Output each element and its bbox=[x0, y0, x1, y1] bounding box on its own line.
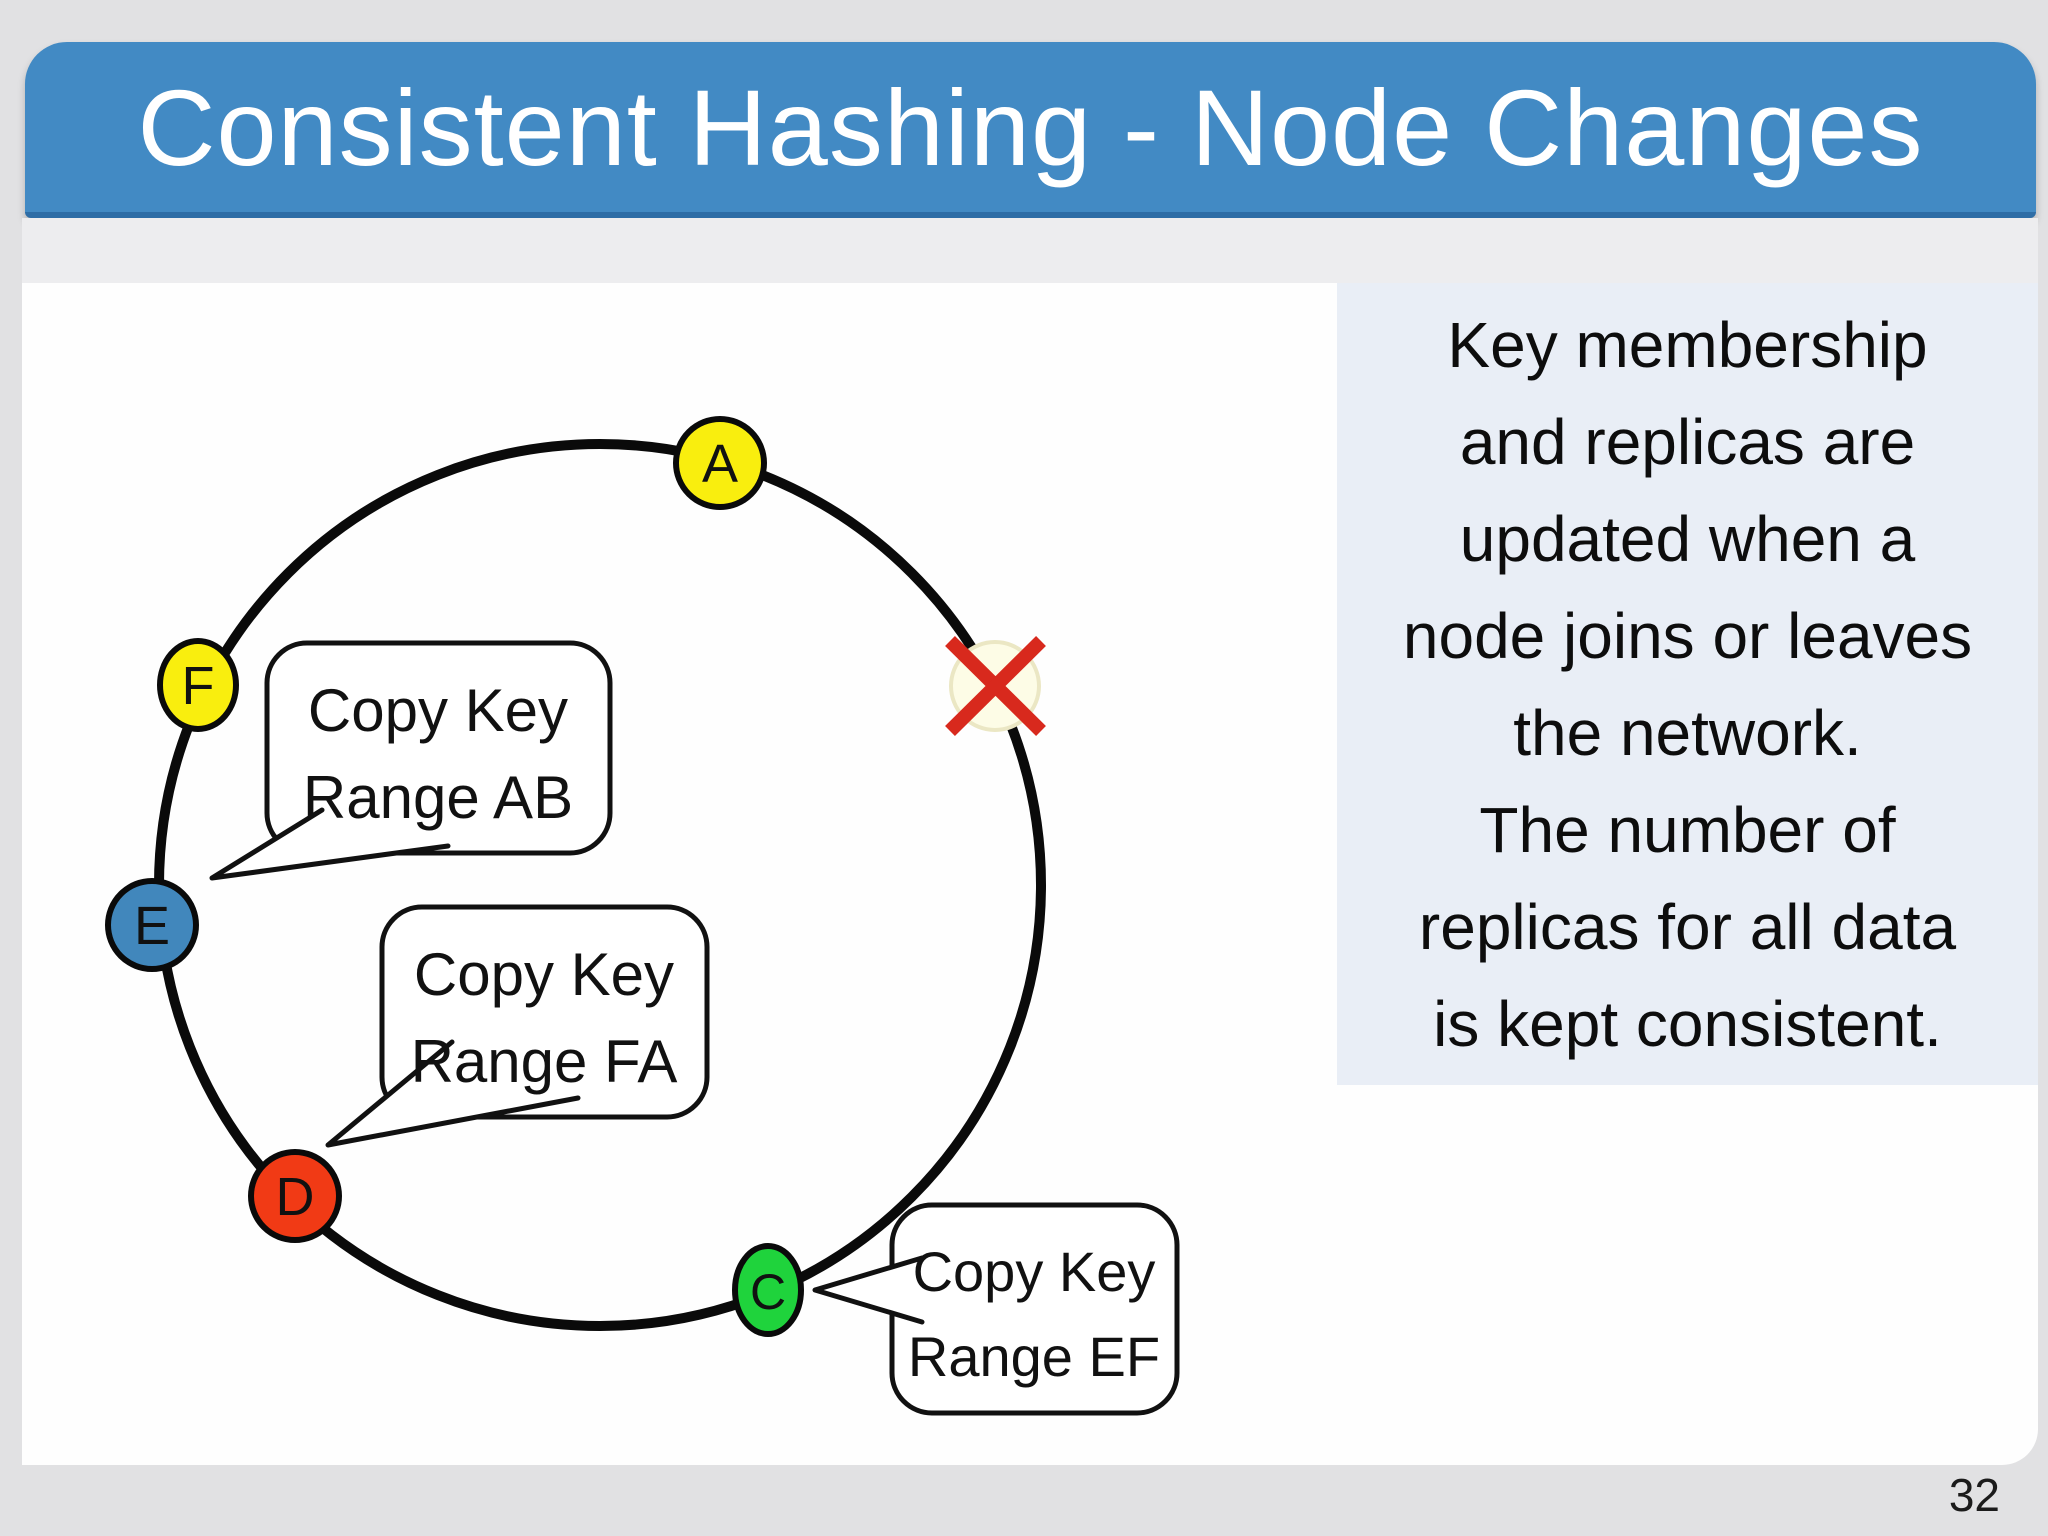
node-f: F bbox=[157, 638, 239, 732]
node-f-label: F bbox=[182, 656, 215, 716]
page-number: 32 bbox=[1948, 1469, 2000, 1521]
node-e-label: E bbox=[134, 896, 170, 956]
callout-ef-tail bbox=[812, 1255, 925, 1325]
callout-ef-line2: Range EF bbox=[908, 1325, 1160, 1388]
slide-title: Consistent Hashing - Node Changes bbox=[137, 66, 1924, 188]
callout-fa-line1: Copy Key bbox=[414, 941, 674, 1008]
callout-copy-ab: Copy Key Range AB bbox=[209, 640, 613, 881]
node-d-label: D bbox=[276, 1167, 315, 1227]
slide-title-bar: Consistent Hashing - Node Changes bbox=[25, 42, 2036, 218]
info-line: node joins or leaves bbox=[1402, 600, 1973, 672]
info-line: and replicas are bbox=[1459, 406, 1916, 478]
callout-ef-line1: Copy Key bbox=[913, 1240, 1156, 1303]
info-line: The number of bbox=[1479, 794, 1896, 866]
info-line: updated when a bbox=[1459, 503, 1916, 575]
node-c: C bbox=[732, 1243, 804, 1337]
node-e: E bbox=[105, 878, 199, 972]
info-line: is kept consistent. bbox=[1433, 988, 1942, 1060]
node-d: D bbox=[248, 1149, 342, 1243]
callout-copy-ef: Copy Key Range EF bbox=[812, 1202, 1180, 1416]
node-a-label: A bbox=[702, 434, 738, 494]
info-line: Key membership bbox=[1447, 309, 1928, 381]
callout-copy-fa: Copy Key Range FA bbox=[325, 904, 710, 1148]
subtitle-strip bbox=[22, 218, 2038, 283]
info-line: the network. bbox=[1513, 697, 1862, 769]
callout-ab-tail bbox=[209, 807, 451, 881]
info-line: replicas for all data bbox=[1418, 891, 1957, 963]
node-c-label: C bbox=[750, 1264, 786, 1320]
info-box: Key membership and replicas are updated … bbox=[1337, 283, 2038, 1085]
red-x-icon bbox=[945, 636, 1046, 736]
callout-ab-line2: Range AB bbox=[303, 764, 573, 831]
callout-fa-tail bbox=[325, 1039, 581, 1148]
node-a: A bbox=[673, 416, 767, 510]
callout-ab-line1: Copy Key bbox=[308, 677, 568, 744]
callout-fa-line2: Range FA bbox=[411, 1028, 678, 1095]
